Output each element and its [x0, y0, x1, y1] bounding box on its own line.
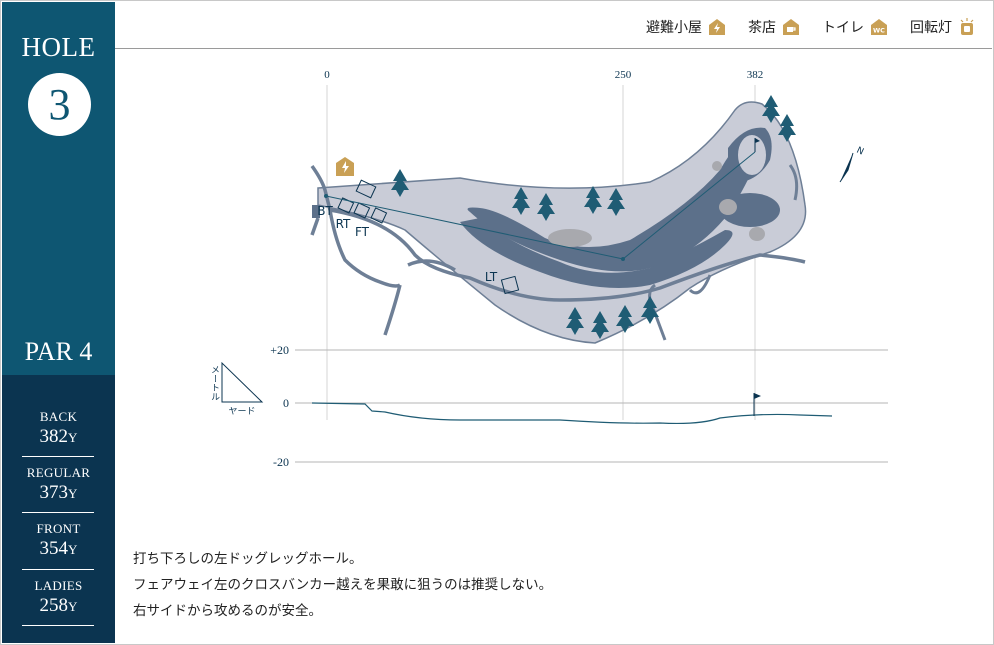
tee-box [370, 207, 388, 224]
hole-info: HOLE 3 PAR 4 [2, 2, 115, 375]
yardage-ladies: LADIES 258Y [2, 578, 115, 617]
distance-marker-382: 382 [747, 69, 764, 81]
tree-icon [591, 311, 609, 339]
hole-description: 打ち下ろしの左ドッグレッグホール。 フェアウェイ左のクロスバンカー越えを果敢に狙… [133, 546, 552, 624]
facility-legend: 避難小屋 茶店 トイレ WC 回転灯 [624, 17, 976, 37]
tee-label-lt: LT [485, 270, 498, 284]
tree-icon [762, 95, 780, 123]
bunker [712, 161, 722, 171]
tree-icon [566, 307, 584, 335]
lightning-icon [336, 157, 354, 176]
legend-shelter: 避難小屋 [646, 17, 726, 37]
bunker [719, 199, 737, 215]
legend-toilet: トイレ WC [822, 17, 888, 37]
distance-axis-label: ヤード [228, 407, 255, 417]
elevation-tick: +20 [270, 343, 289, 357]
elevation-profile-line [311, 402, 833, 425]
tee-box-ladies [500, 275, 520, 295]
cart-path [310, 164, 806, 336]
header-divider [115, 48, 992, 49]
tree-icon [584, 186, 602, 214]
wc-icon: WC [871, 19, 887, 35]
shot-point [621, 257, 625, 261]
tee-yardage: 354Y [39, 538, 78, 559]
distance-marker-0: 0 [324, 69, 330, 81]
tree-icon [778, 114, 796, 142]
hole-label: HOLE [21, 32, 96, 62]
tree-icon [616, 305, 634, 333]
tee-name: FRONT [36, 521, 81, 536]
tee-marker [312, 205, 320, 218]
teacup-icon [783, 19, 799, 35]
yardage-regular: REGULAR 373Y [2, 465, 115, 504]
legend-teahouse: 茶店 [748, 17, 800, 37]
divider [22, 512, 94, 513]
tee-box [353, 202, 371, 219]
cart-path [310, 217, 320, 236]
elevation-tick: 0 [283, 396, 289, 410]
tee-label-rt: RT [336, 217, 351, 231]
hole-number: 3 [28, 73, 91, 136]
lightning-icon [709, 19, 725, 35]
trees [391, 95, 796, 339]
scale-triangle [221, 361, 264, 403]
tee-yardage: 382Y [39, 426, 78, 447]
tee-label-bt: BT [317, 204, 333, 218]
description-line: 打ち下ろしの左ドッグレッグホール。 [133, 551, 363, 567]
description-line: フェアウェイ左のクロスバンカー越えを果敢に狙うのは推奨しない。 [133, 577, 553, 593]
tee-name: LADIES [34, 578, 83, 593]
tree-icon [641, 296, 659, 324]
tee-yardage: 258Y [39, 595, 78, 616]
elevation-pin-flag [754, 393, 761, 399]
divider [22, 569, 94, 570]
fairway-lower [460, 218, 733, 289]
elevation-tick: -20 [273, 455, 289, 469]
par-label: PAR 4 [24, 337, 93, 366]
yardage-panel: BACK 382Y REGULAR 373Y FRONT 354Y LADIES… [2, 375, 115, 643]
pin-flag [755, 138, 760, 143]
fairway [467, 129, 767, 272]
bunker [749, 227, 765, 241]
shot-point [324, 194, 328, 198]
tree-icon [537, 193, 555, 221]
north-arrow-icon: N [839, 146, 865, 183]
tree-icon [607, 188, 625, 216]
yardage-front: FRONT 354Y [2, 521, 115, 560]
elevation-axis-label: メートル [209, 365, 220, 401]
tee-yardage: 373Y [39, 482, 78, 503]
description-line: 右サイドから攻めるのが安全。 [133, 603, 322, 619]
svg-text:N: N [855, 146, 865, 158]
tee-box [355, 179, 377, 199]
tee-name: BACK [39, 409, 78, 424]
tee-name: REGULAR [26, 465, 91, 480]
bunker [548, 229, 592, 247]
divider [22, 625, 94, 626]
cart-path [407, 259, 456, 272]
legend-beacon: 回転灯 [910, 17, 976, 37]
divider [22, 456, 94, 457]
yardage-back: BACK 382Y [2, 409, 115, 448]
hole-sidebar: HOLE 3 PAR 4 BACK 382Y REGULAR 373Y FRON… [2, 2, 115, 643]
tree-icon [512, 187, 530, 215]
distance-marker-250: 250 [615, 69, 632, 81]
tee-label-ft: FT [355, 225, 370, 239]
landing-area [720, 193, 780, 227]
tree-icon [391, 169, 409, 197]
svg-text:WC: WC [873, 27, 885, 35]
rotating-light-icon [960, 18, 974, 35]
